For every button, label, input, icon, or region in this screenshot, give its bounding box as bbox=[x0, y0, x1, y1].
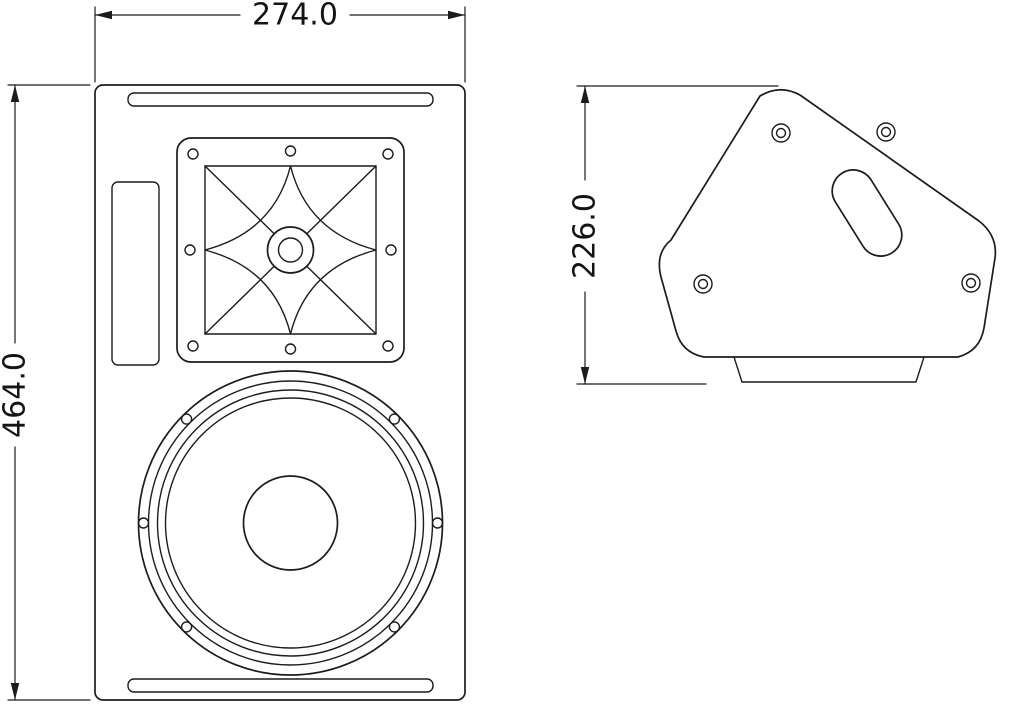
arrowhead-right-icon bbox=[448, 10, 465, 20]
front-view bbox=[94, 84, 466, 701]
woofer-screw-icon bbox=[431, 517, 444, 529]
dim-width: 274.0 bbox=[94, 0, 466, 83]
mount-hole-inner bbox=[880, 126, 892, 138]
horn-screw-icon bbox=[284, 145, 297, 157]
mount-hole-outer bbox=[961, 273, 981, 293]
arrowhead-down-icon bbox=[580, 367, 590, 384]
bottom-rail bbox=[127, 678, 434, 693]
dim-depth: 226.0 bbox=[568, 85, 779, 385]
mount-hole-outer bbox=[771, 123, 791, 143]
woofer bbox=[137, 370, 444, 676]
horn-screw-icon bbox=[187, 340, 199, 352]
dim-height: 464.0 bbox=[0, 84, 91, 701]
woofer-surround-inner bbox=[164, 397, 417, 649]
horn-corner-line bbox=[204, 165, 275, 235]
handle-cutout bbox=[831, 169, 903, 257]
woofer-ring bbox=[147, 380, 434, 666]
cabinet-outline bbox=[94, 84, 466, 701]
top-rail bbox=[127, 92, 434, 107]
woofer-screw-icon bbox=[137, 517, 150, 529]
horn-corner-line bbox=[306, 165, 377, 235]
horn-screw-icon bbox=[382, 340, 394, 352]
woofer-surround-outer bbox=[156, 389, 425, 657]
front-lip bbox=[733, 356, 925, 383]
arrowhead-up-icon bbox=[580, 86, 590, 103]
port-slot bbox=[111, 181, 160, 366]
mount-hole bbox=[693, 274, 713, 294]
top-outline bbox=[658, 88, 997, 358]
woofer-screw-icon bbox=[388, 621, 401, 633]
mount-hole-inner bbox=[965, 277, 977, 289]
woofer-screw-icon bbox=[180, 413, 193, 425]
dim-width-label: 274.0 bbox=[252, 0, 338, 33]
horn-throat-inner bbox=[277, 237, 304, 263]
dim-height-label: 464.0 bbox=[0, 352, 33, 438]
mount-hole bbox=[876, 122, 896, 142]
horn-throat-outer bbox=[266, 226, 315, 274]
mount-hole bbox=[771, 123, 791, 143]
horn-corner-line bbox=[306, 265, 377, 335]
top-view bbox=[658, 88, 997, 383]
horn-screw-icon bbox=[187, 148, 199, 160]
horn-screw-icon bbox=[184, 244, 196, 256]
arrowhead-up-icon bbox=[10, 85, 20, 102]
mount-hole-outer bbox=[876, 122, 896, 142]
woofer-frame-ring bbox=[137, 370, 444, 676]
mount-hole-outer bbox=[693, 274, 713, 294]
horn-assembly bbox=[176, 137, 405, 363]
mount-hole bbox=[961, 273, 981, 293]
woofer-screw-icon bbox=[180, 621, 193, 633]
woofer-screw-icon bbox=[388, 413, 401, 425]
horn-screw-icon bbox=[385, 244, 397, 256]
horn-screw-icon bbox=[284, 343, 297, 355]
woofer-dust-cap bbox=[242, 475, 339, 571]
mount-hole-inner bbox=[697, 278, 709, 290]
horn-frame bbox=[176, 137, 405, 363]
horn-corner-line bbox=[204, 265, 275, 335]
horn-screw-icon bbox=[382, 148, 394, 160]
mount-hole-inner bbox=[775, 127, 787, 139]
arrowhead-down-icon bbox=[10, 683, 20, 700]
dim-depth-label: 226.0 bbox=[568, 193, 603, 279]
arrowhead-left-icon bbox=[95, 10, 112, 20]
